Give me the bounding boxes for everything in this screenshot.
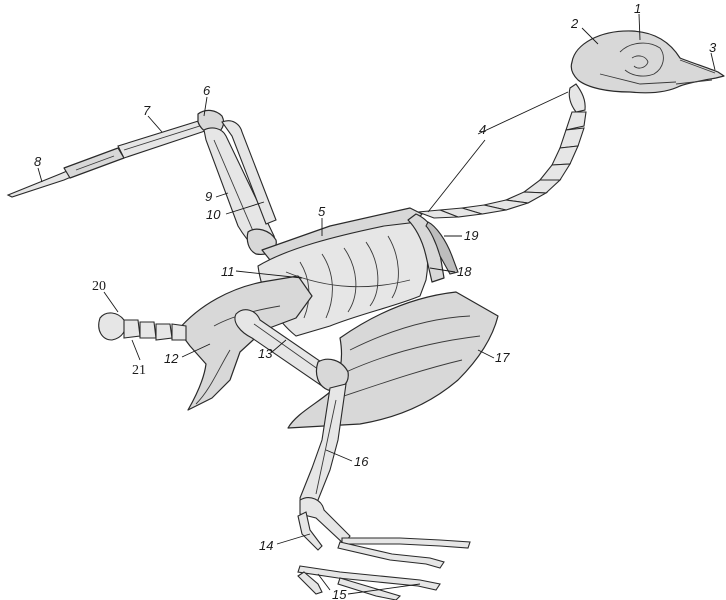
label-16: 16 bbox=[354, 454, 369, 469]
leader-14 bbox=[277, 534, 310, 544]
label-8: 8 bbox=[34, 154, 42, 169]
leader-20 bbox=[104, 292, 118, 312]
label-17: 17 bbox=[495, 350, 510, 365]
leader-4b bbox=[428, 140, 485, 212]
label-14: 14 bbox=[259, 538, 273, 553]
label-3: 3 bbox=[709, 40, 717, 55]
label-13: 13 bbox=[258, 346, 273, 361]
label-20: 20 bbox=[92, 279, 106, 294]
label-9: 9 bbox=[205, 189, 212, 204]
leader-3 bbox=[711, 53, 715, 70]
label-12: 12 bbox=[164, 351, 179, 366]
label-18: 18 bbox=[457, 264, 472, 279]
label-7: 7 bbox=[143, 103, 151, 118]
label-1: 1 bbox=[634, 1, 641, 16]
label-11: 11 bbox=[221, 264, 235, 279]
label-5: 5 bbox=[318, 204, 326, 219]
label-4: 4 bbox=[479, 122, 486, 137]
leader-7 bbox=[148, 116, 162, 132]
leader-8 bbox=[38, 168, 42, 182]
label-21: 21 bbox=[132, 363, 146, 378]
label-19: 19 bbox=[464, 228, 478, 243]
wing bbox=[8, 110, 276, 254]
label-6: 6 bbox=[203, 83, 211, 98]
label-2: 2 bbox=[570, 16, 579, 31]
label-10: 10 bbox=[206, 207, 221, 222]
leader-21 bbox=[132, 340, 140, 360]
cervical-vertebrae bbox=[418, 84, 586, 218]
leader-4a bbox=[478, 92, 568, 134]
label-15: 15 bbox=[332, 587, 347, 600]
